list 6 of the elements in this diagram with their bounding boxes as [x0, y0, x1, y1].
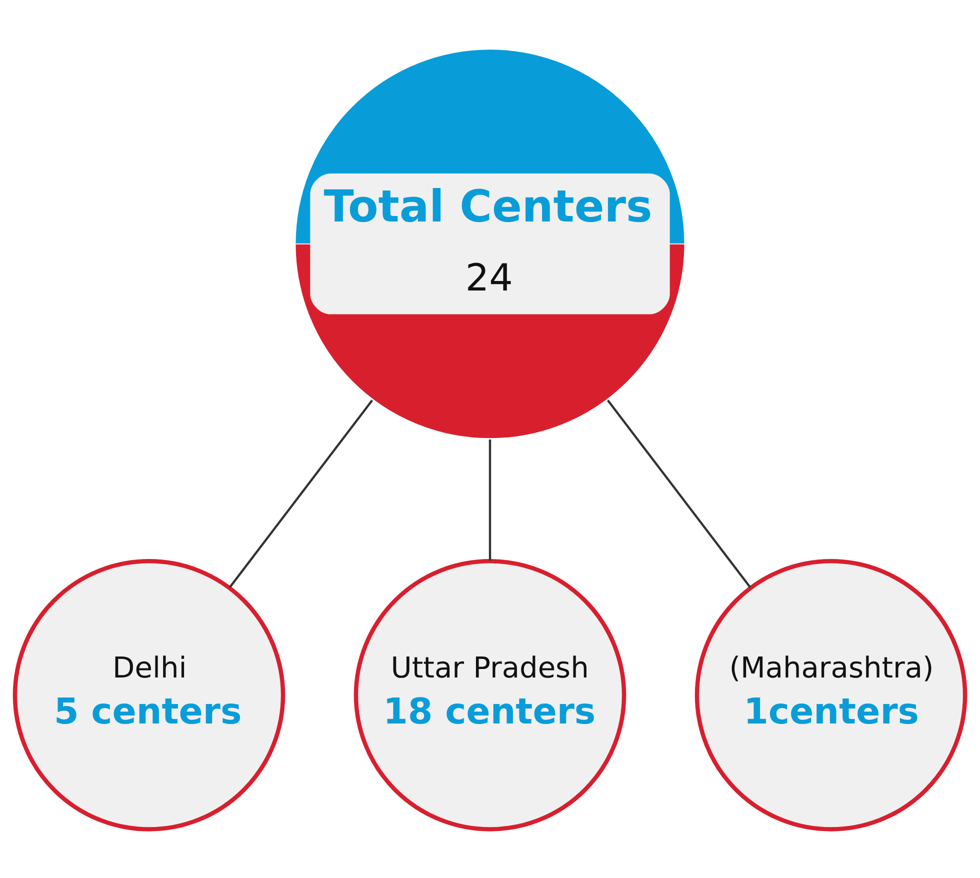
connector: [606, 400, 752, 588]
connector: [228, 400, 374, 588]
node-circle: Uttar Pradesh 18 centers: [354, 559, 626, 832]
connector: [488, 439, 492, 561]
node-circle: Delhi 5 centers: [12, 559, 286, 832]
node-circle: (Maharashtra) 1centers: [694, 559, 968, 832]
